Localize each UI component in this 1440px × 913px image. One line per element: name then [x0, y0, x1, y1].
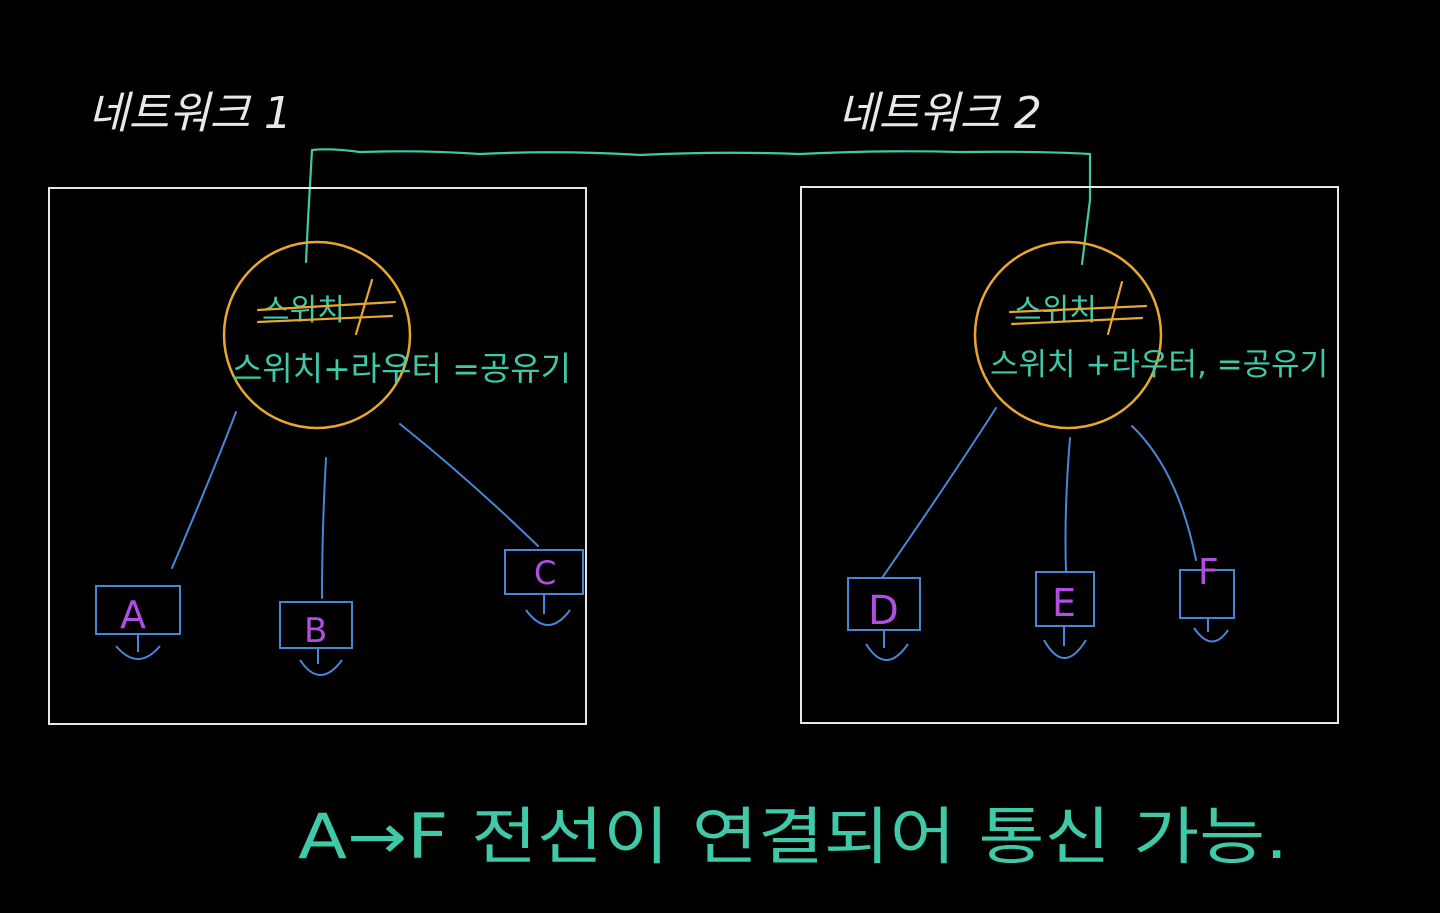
- caption: A→F 전선이 연결되어 통신 가능.: [298, 800, 1288, 873]
- network-1-title: 네트워크 1: [88, 88, 292, 139]
- router-1-struck-label: 스위치: [262, 293, 345, 328]
- device-e: E: [1035, 571, 1095, 659]
- device-c: C: [504, 549, 584, 626]
- router-1-strike: [256, 278, 397, 336]
- device-c-stand: [525, 594, 571, 626]
- router-2-circle: [973, 240, 1163, 430]
- device-f-label: F: [1198, 552, 1219, 593]
- network-2-box: [800, 186, 1339, 724]
- device-b: B: [279, 601, 353, 676]
- device-d: D: [847, 577, 921, 661]
- device-f: F: [1179, 552, 1235, 643]
- inter-network-cable: [304, 148, 1092, 266]
- device-b-monitor: [279, 601, 353, 649]
- device-a: A: [95, 585, 181, 660]
- device-d-stand: [865, 630, 909, 661]
- device-f-stand: [1193, 618, 1229, 643]
- router-2-label: 스위치 +라우터, =공유기: [990, 347, 1328, 383]
- link-router2-e: [1064, 437, 1071, 573]
- router-1-label: 스위치+라우터 =공유기: [232, 349, 571, 388]
- device-d-label: D: [868, 588, 899, 634]
- device-e-label: E: [1052, 581, 1076, 625]
- network-1-box: [48, 187, 587, 725]
- router-1-circle: [222, 240, 412, 430]
- router-2-strike: [1008, 280, 1148, 336]
- link-router1-b: [321, 457, 327, 599]
- device-b-label: B: [304, 611, 327, 651]
- network-2-title: 네트워크 2: [838, 88, 1042, 139]
- link-router2-d: [881, 407, 997, 579]
- device-c-label: C: [534, 554, 556, 592]
- device-e-stand: [1043, 626, 1087, 659]
- device-a-stand: [115, 634, 161, 660]
- link-router1-c: [399, 423, 539, 547]
- link-router1-a: [171, 411, 237, 569]
- device-a-label: A: [120, 593, 146, 637]
- link-router2-f: [1131, 425, 1197, 561]
- device-b-stand: [299, 648, 343, 676]
